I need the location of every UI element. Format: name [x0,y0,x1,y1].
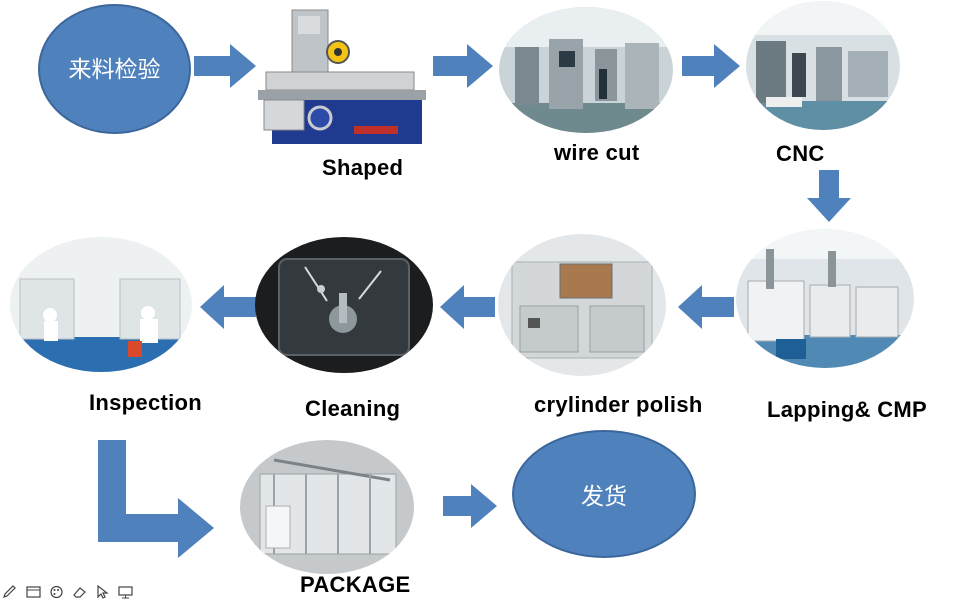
annotation-toolbar [0,584,134,600]
arrow-right-2 [433,44,493,88]
step-label-lapping-cmp: Lapping& CMP [767,397,928,422]
palette-icon[interactable] [48,585,65,599]
arrow-down [807,170,851,222]
arrow-right-3 [682,44,740,88]
eraser-icon[interactable] [71,585,88,599]
step-label-cnc: CNC [776,141,825,166]
lapping-cmp-photo [736,229,914,368]
shaped-machine-image [258,6,426,146]
step-label-cylinder-polish: crylinder polish [534,392,703,417]
cleaning-photo [255,237,433,373]
screen-icon[interactable] [117,585,134,599]
package-photo [240,440,414,574]
step-label-package: PACKAGE [300,572,411,597]
arrow-left-3 [200,285,256,329]
cnc-photo [746,1,900,130]
step-label-wire-cut: wire cut [554,140,640,165]
pointer-icon[interactable] [94,585,111,599]
arrow-left-2 [440,285,495,329]
arrow-right-1 [194,44,256,88]
step-label-shaped: Shaped [322,155,404,180]
pen-icon[interactable] [2,585,19,599]
cylinder-polish-photo [498,234,666,376]
arrow-right-4 [443,484,497,528]
window-icon[interactable] [25,585,42,599]
inspection-photo [10,237,192,372]
step-label-inspection: Inspection [89,390,203,415]
wire-cut-photo [499,7,673,133]
arrow-bent-down-right [98,440,214,558]
step-label-cleaning: Cleaning [305,396,401,421]
end-node-shipping: 发货 [512,430,696,558]
arrow-left-1 [678,285,734,329]
start-node-incoming-inspection: 来料检验 [38,4,191,134]
